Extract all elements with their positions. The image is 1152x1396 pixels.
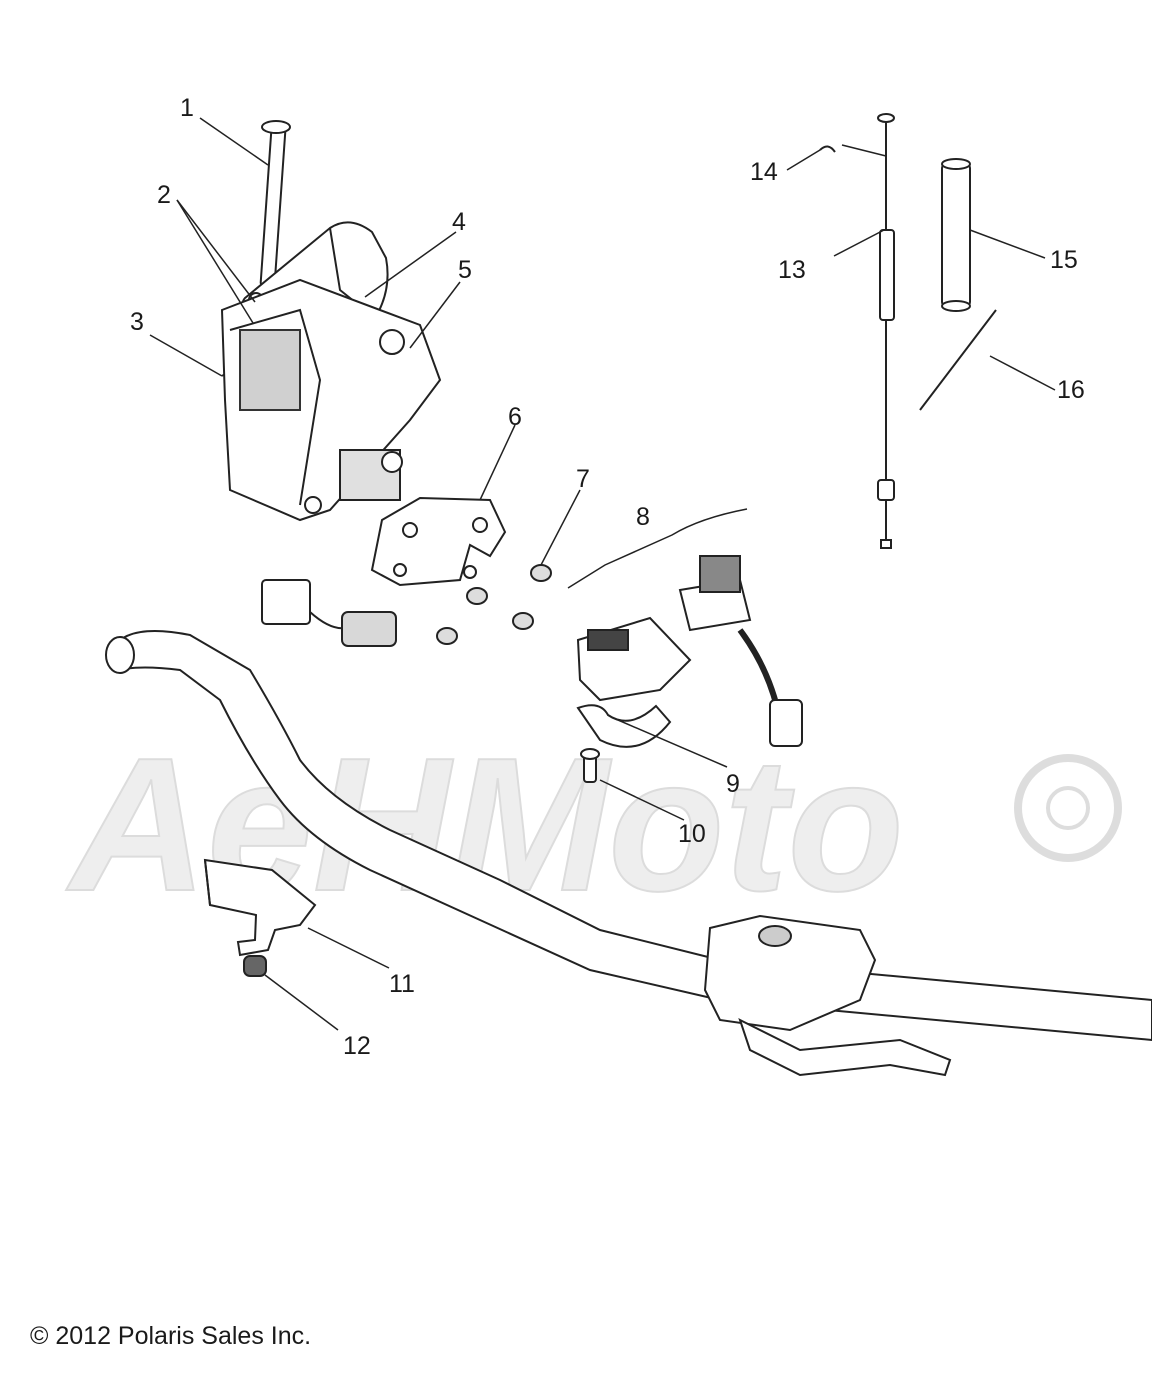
callout-3: 3 [130,308,144,336]
part-5-housing [220,278,442,522]
callout-9: 9 [726,770,740,798]
callout-4: 4 [452,208,466,236]
callout-12: 12 [343,1032,371,1060]
part-1-bolt [259,120,291,288]
leader-lines [149,117,1056,1031]
part-6-clamp [370,496,507,587]
part-10-screw [580,748,600,783]
copyright-notice: © 2012 Polaris Sales Inc. [30,1322,312,1350]
callout-1: 1 [180,94,194,122]
callout-2: 2 [157,181,171,209]
callout-7: 7 [576,465,590,493]
callout-11: 11 [389,970,415,998]
callout-5: 5 [458,256,472,284]
watermark: AeHMoto [65,718,1122,932]
brake-assembly [703,914,952,1077]
callout-10: 10 [678,820,706,848]
part-11-bracket [203,858,317,957]
part-8-switch-assembly [576,555,803,747]
watermark-text: AeHMoto [66,719,904,931]
callout-15: 15 [1050,246,1078,274]
part-9-clamp [576,704,672,748]
part-5-harness [261,579,397,647]
part-15-sleeve [941,158,971,312]
part-16-tie [919,309,997,411]
part-14-clip [819,145,836,153]
callout-16: 16 [1057,376,1085,404]
handlebar [105,630,1152,1042]
part-13-cable [877,113,895,549]
callout-8: 8 [636,503,650,531]
part-12-nut [243,955,267,977]
callout-14: 14 [750,158,778,186]
callout-13: 13 [778,256,806,284]
callout-6: 6 [508,403,522,431]
